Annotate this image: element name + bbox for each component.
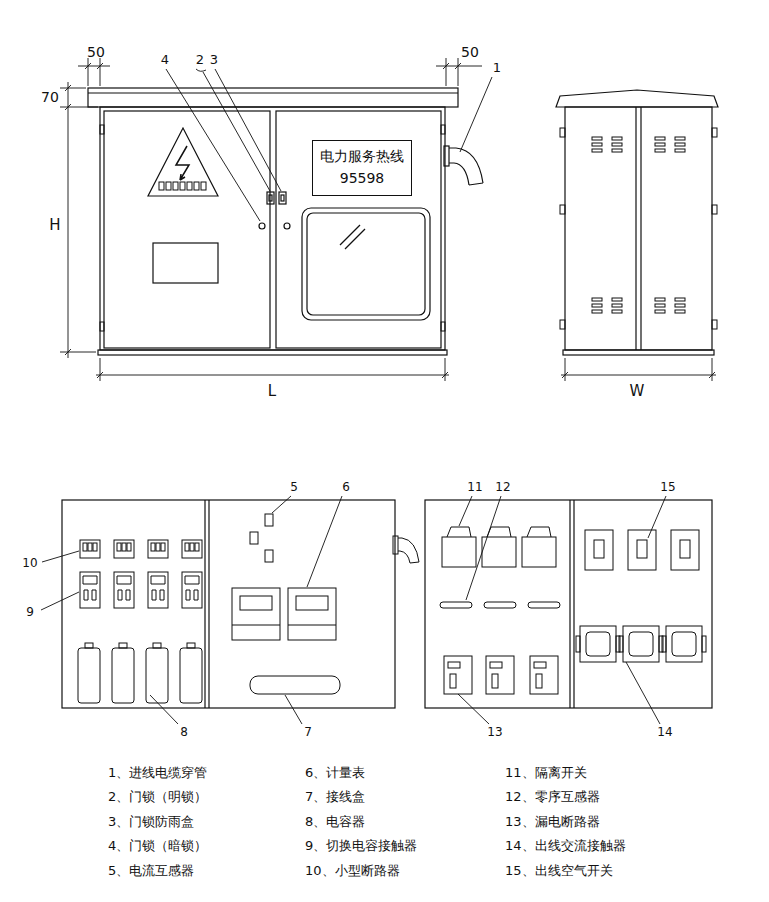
callout-number: 14 xyxy=(657,725,672,739)
parts-list-item: 6、计量表 xyxy=(305,765,365,781)
callout-number: 2 xyxy=(196,52,204,68)
parts-list-item: 8、电容器 xyxy=(305,814,365,830)
callout-number: 4 xyxy=(161,52,169,68)
dimension-label: 50 xyxy=(461,44,479,61)
callout-number: 3 xyxy=(210,52,218,68)
callout-number: 9 xyxy=(26,605,34,619)
callout-number: 7 xyxy=(304,725,312,739)
parts-list-item: 11、隔离开关 xyxy=(505,765,587,781)
parts-list-item: 9、切换电容接触器 xyxy=(305,838,417,854)
dimension-label: L xyxy=(268,382,276,400)
callout-number: 8 xyxy=(180,725,188,739)
parts-list-item: 2、门锁（明锁） xyxy=(108,789,207,805)
hotline-sign: 电力服务热线 95598 xyxy=(312,140,412,196)
callout-number: 13 xyxy=(487,725,502,739)
dimension-label: H xyxy=(49,216,60,234)
dimension-label: 50 xyxy=(87,44,105,61)
parts-list-item: 14、出线交流接触器 xyxy=(505,838,626,854)
callout-number: 1 xyxy=(493,60,501,76)
parts-list-item: 13、漏电断路器 xyxy=(505,814,600,830)
parts-list-item: 10、小型断路器 xyxy=(305,863,400,879)
dimension-label: 70 xyxy=(41,89,59,106)
sign-text: 电力服务热线 95598 xyxy=(317,146,407,189)
callout-number: 10 xyxy=(22,556,37,570)
callout-number: 6 xyxy=(342,480,350,494)
parts-list-item: 3、门锁防雨盒 xyxy=(108,814,194,830)
parts-list-item: 7、接线盒 xyxy=(305,789,365,805)
parts-list-item: 15、出线空气开关 xyxy=(505,863,613,879)
callout-number: 5 xyxy=(290,480,298,494)
callout-number: 11 xyxy=(467,480,482,494)
parts-list-item: 4、门锁（暗锁） xyxy=(108,838,207,854)
parts-list-item: 5、电流互感器 xyxy=(108,863,194,879)
parts-list-item: 12、零序互感器 xyxy=(505,789,600,805)
parts-list-item: 1、进线电缆穿管 xyxy=(108,765,207,781)
callout-number: 15 xyxy=(660,480,675,494)
callout-number: 12 xyxy=(495,480,510,494)
dimension-label: W xyxy=(630,382,645,400)
